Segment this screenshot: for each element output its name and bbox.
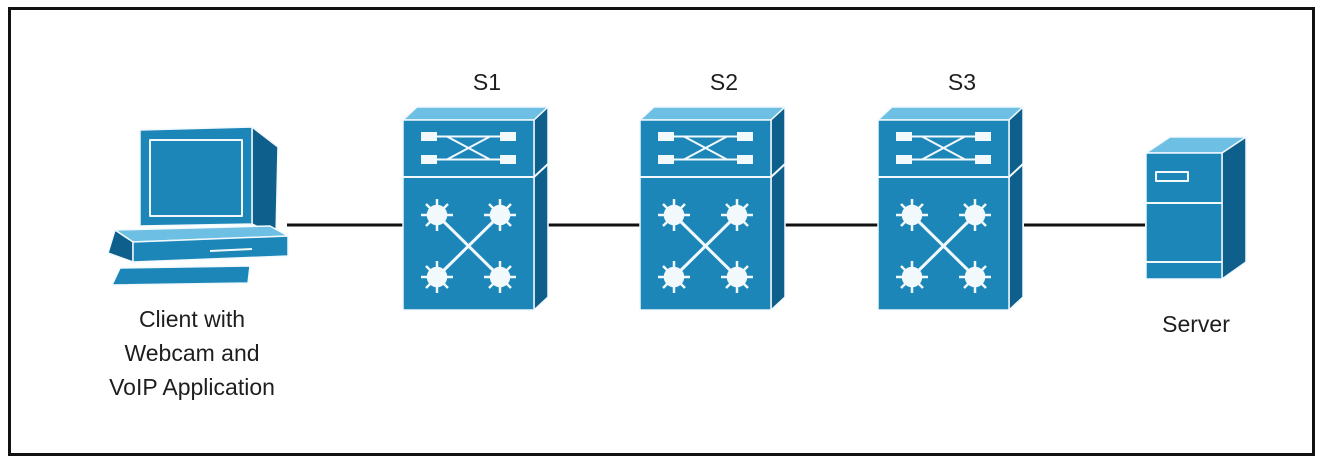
switch-s1-label: S1 — [472, 69, 502, 95]
switch-s3-icon — [877, 106, 1024, 311]
client-label: Client with Webcam and VoIP Application — [109, 306, 275, 400]
server-label: Server — [1162, 311, 1230, 337]
switch-s2-label: S2 — [709, 69, 739, 95]
switch-s3-label: S3 — [947, 69, 977, 95]
tower-server-icon — [1145, 136, 1247, 280]
switch-s2-icon — [639, 106, 786, 311]
switch-s1-icon — [402, 106, 549, 311]
desktop-computer-icon — [107, 126, 289, 286]
